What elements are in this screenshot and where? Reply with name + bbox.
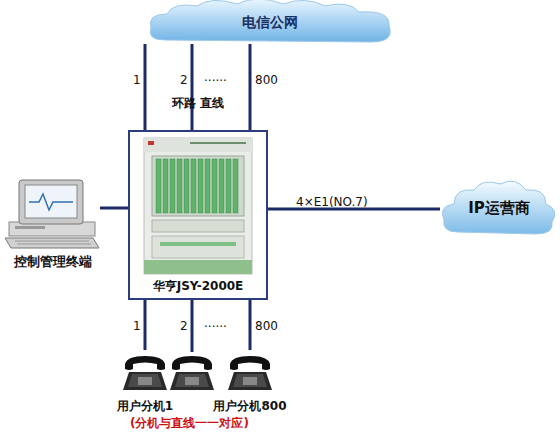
cloud-node: IP运营商 [440,178,558,238]
telephone-node: 用户分机800 [208,350,292,414]
node-label: IP运营商 [430,199,560,217]
connector-line [249,300,252,350]
telephone-symbol [228,350,272,392]
telephone-symbol [123,350,167,392]
line-label: 1 [133,319,141,333]
node-label: 华亨JSY-2000E [120,279,276,294]
connector-line [100,207,128,210]
line-label: 1 [133,73,141,87]
connector-line [144,300,147,350]
cloud-node: 电信公网 [145,0,395,44]
computer-icon [5,178,100,253]
ellipsis-label: ...... [204,70,227,85]
node-label: 电信公网 [135,14,405,31]
telephone-symbol [170,356,214,390]
node-label: 控制管理终端 [0,254,110,270]
note-text: (分机与直线一一对应) [130,416,249,431]
connector-line [249,44,252,130]
connector-line [191,44,194,130]
line-label: 4×E1(NO.7) [296,195,368,209]
node-label: 用户分机800 [198,399,302,414]
node-label: 用户分机1 [95,399,195,414]
switch-box: 华亨JSY-2000E [128,130,268,300]
line-label: 800 [255,319,278,333]
line-label: 2 [180,319,188,334]
line-label: 2 [180,73,188,87]
telephone-node: 用户分机1 [105,350,185,414]
connector-line [144,44,147,130]
line-label: 800 [255,73,278,87]
computer-node: 控制管理终端 [5,178,100,270]
extension-wire [191,300,194,352]
line-type-label: 环路 直线 [172,96,224,111]
ellipsis-label: ...... [204,316,227,331]
cabinet-illustration [130,132,266,282]
